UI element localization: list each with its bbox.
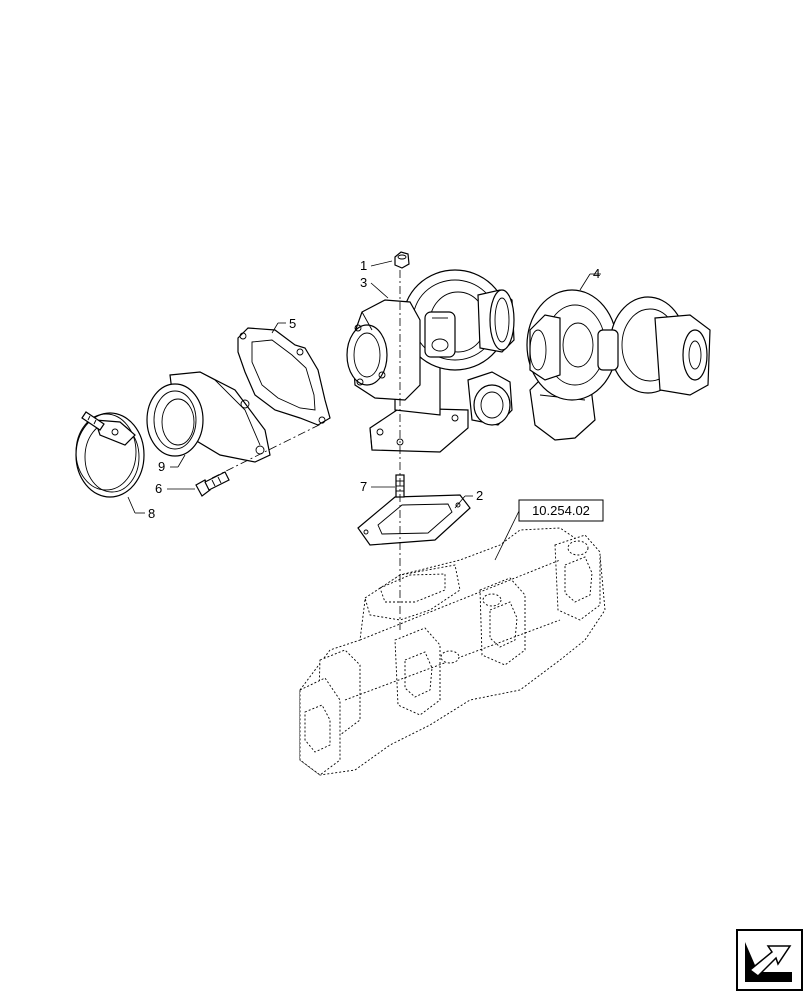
callout-8: 8 [148,506,155,521]
callout-5: 5 [289,316,296,331]
v-band-clamp-part-8 [75,411,145,498]
turbocharger-part-3 [346,269,515,453]
callout-6: 6 [155,481,162,496]
callout-9: 9 [158,459,165,474]
exhaust-manifold [299,527,606,776]
callout-2: 2 [476,488,483,503]
gasket-part-5 [237,327,331,426]
reference-label[interactable]: 10.254.02 [532,503,590,518]
turbocharger-assembly-part-4 [526,289,711,441]
nut-part-1 [394,251,410,269]
bolt-part-6 [195,471,230,497]
gasket-part-2 [357,494,471,546]
callout-1: 1 [360,258,367,273]
callout-7: 7 [360,479,367,494]
callout-3: 3 [360,275,367,290]
assembly-centerlines [211,270,401,630]
leader-lines [127,260,601,561]
arrow-page-icon[interactable] [736,929,803,991]
callout-numbers: 1 3 4 5 2 7 9 6 8 [148,258,600,521]
reference-link[interactable]: 10.254.02 [518,499,604,522]
callout-4: 4 [593,266,600,281]
adapter-elbow-part-9 [146,371,271,463]
